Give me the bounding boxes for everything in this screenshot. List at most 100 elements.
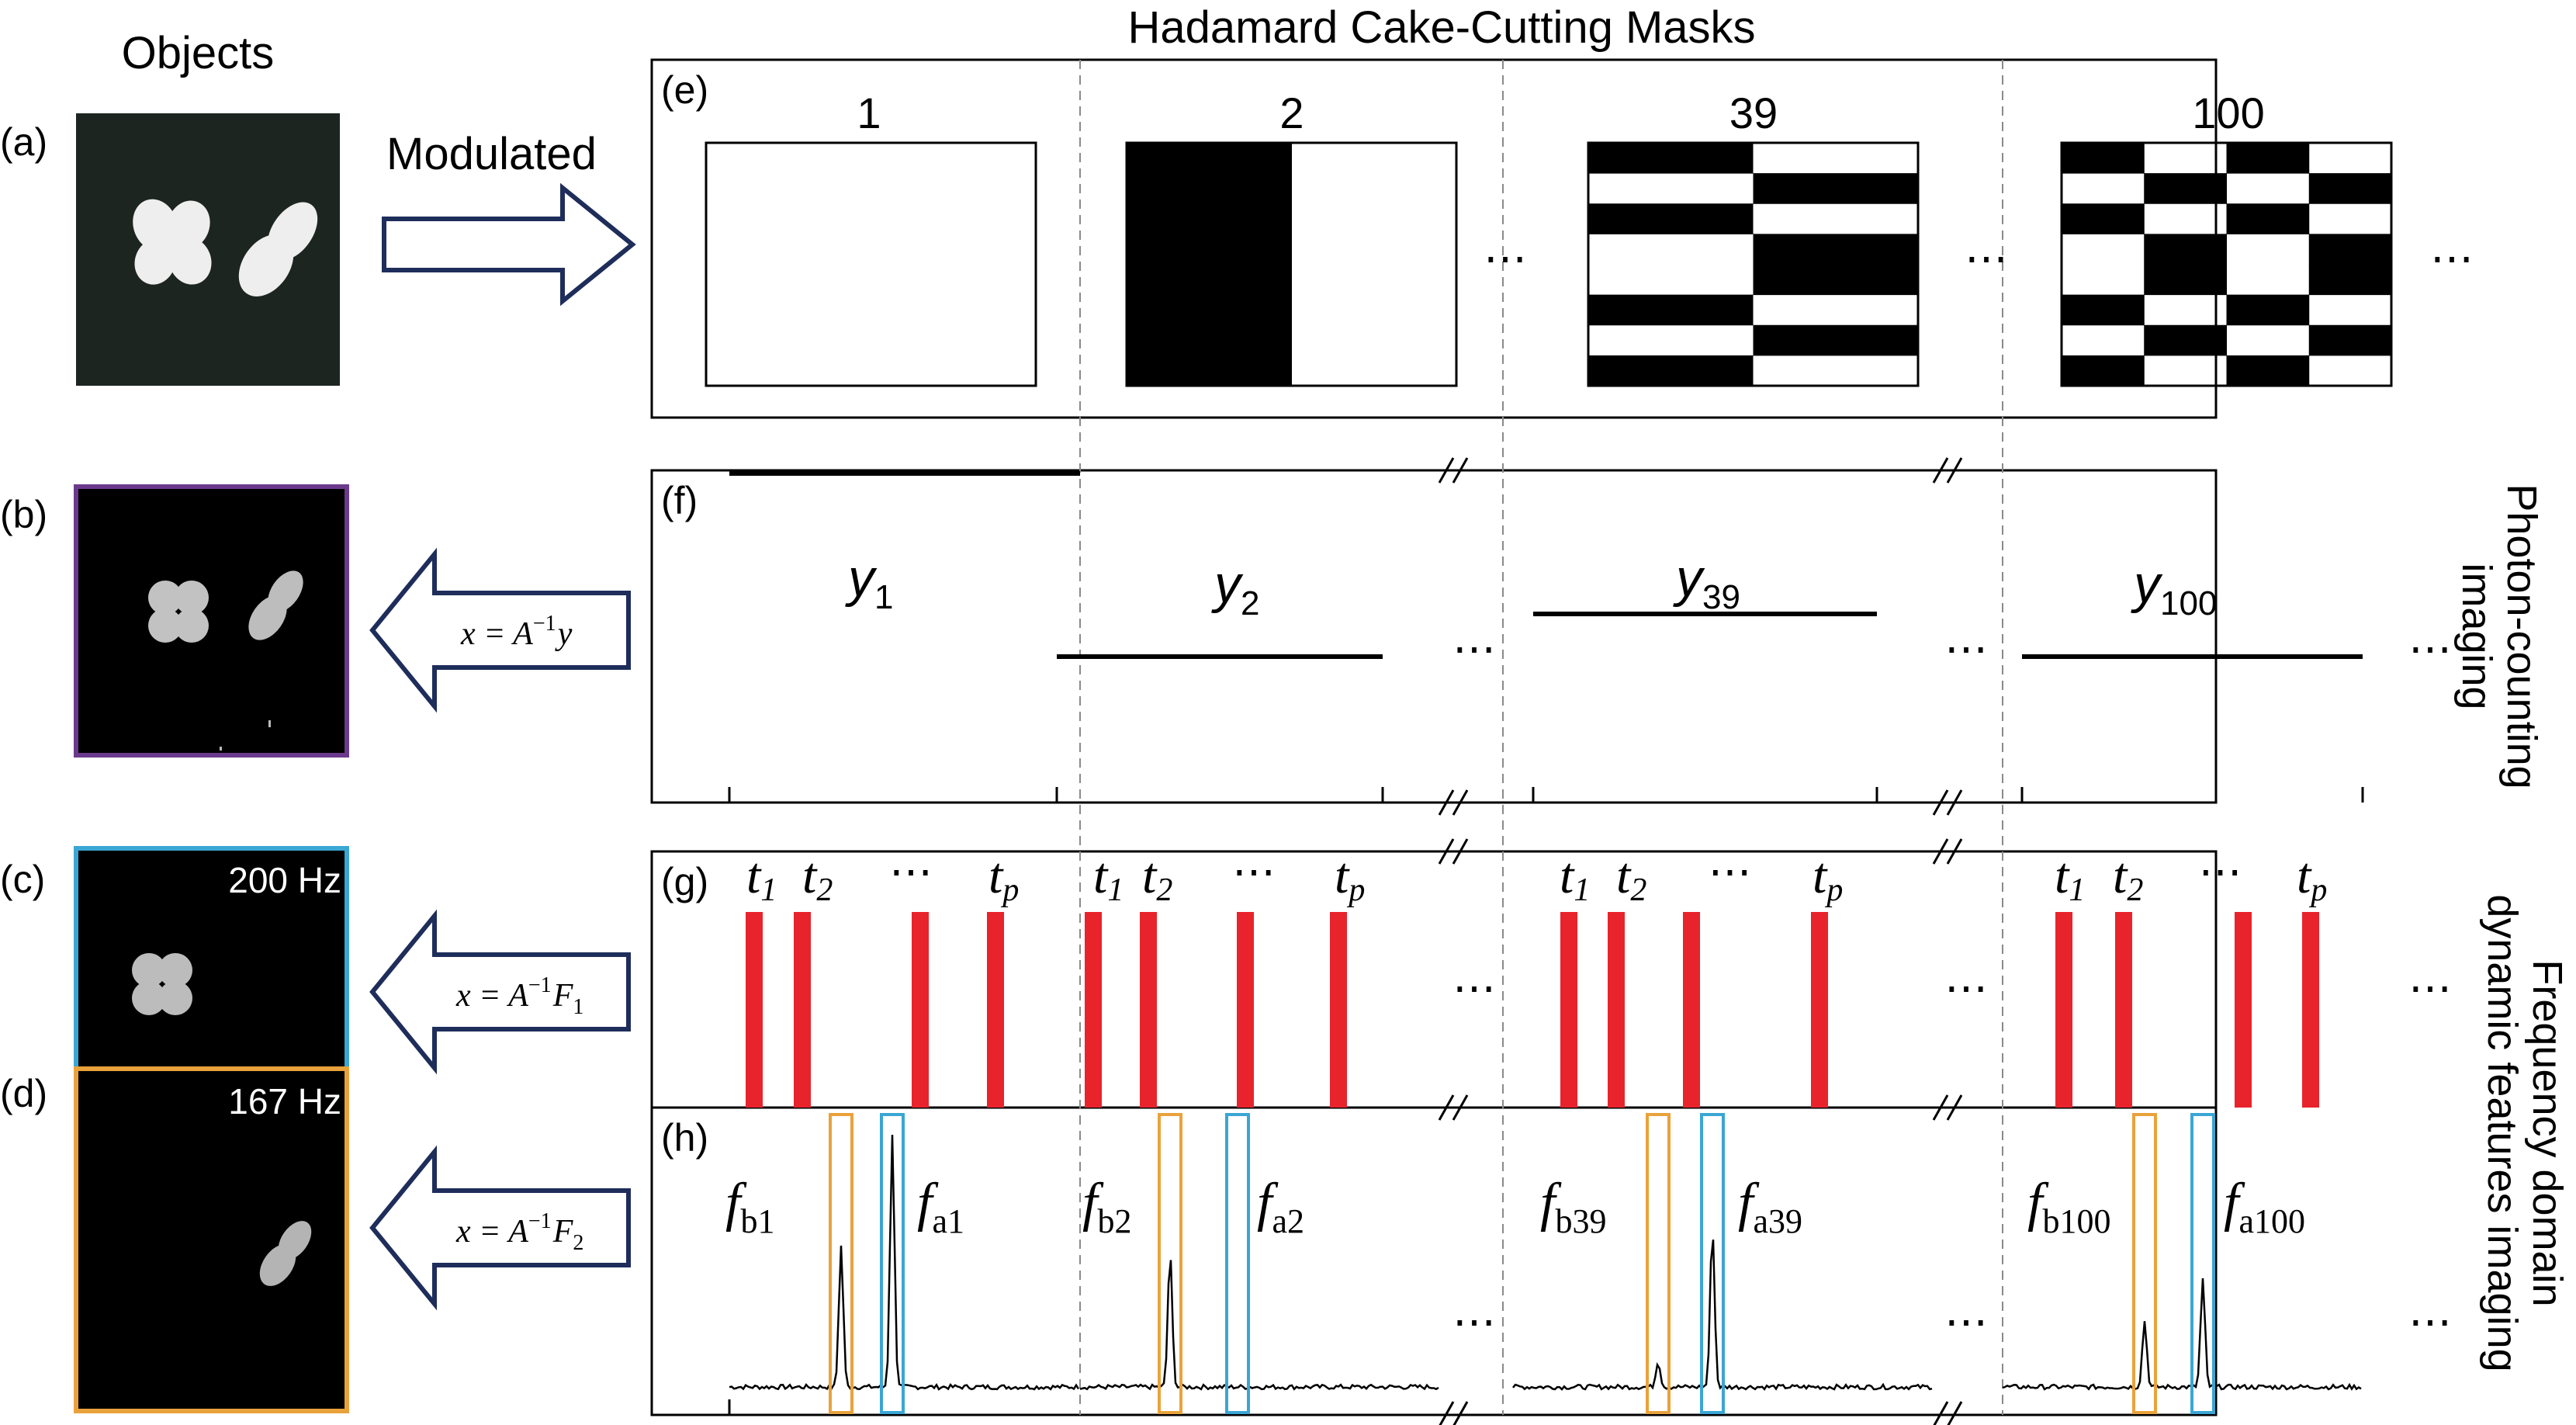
svg-text:⋯: ⋯ [1944, 1297, 1988, 1346]
photon-pulse [746, 912, 763, 1108]
timestamp-label: tp [1335, 848, 1365, 908]
svg-text:⋯: ⋯ [2408, 1297, 2452, 1346]
svg-text:⋯: ⋯ [1484, 234, 1527, 283]
timestamp-label: tp [1813, 848, 1843, 908]
photon-panel [650, 469, 2218, 804]
photon-pulse [1330, 912, 1347, 1108]
object-photo [76, 113, 340, 386]
mask100-cell [2144, 324, 2227, 356]
fa-marker-box [2190, 1113, 2215, 1414]
f1-reconstruction-image [132, 953, 192, 1015]
spectra [728, 1113, 2362, 1415]
mask100-cell [2226, 143, 2310, 174]
side-label-photon: Photon-counting imaging [2453, 484, 2545, 789]
photon-equation: x = A−1y [460, 612, 573, 652]
f1-arrow [369, 909, 631, 1075]
timestamp-ellipsis: ⋯ [1709, 847, 1752, 896]
fb-marker-box [1646, 1113, 1671, 1414]
fa-marker-box [880, 1113, 905, 1414]
mask-index-1: 1 [857, 88, 881, 137]
svg-text:dynamic features imaging: dynamic features imaging [2479, 894, 2526, 1371]
timestamp-label: t2 [1616, 848, 1646, 908]
mask100-cell [2308, 324, 2392, 356]
panel-label-g: (g) [661, 860, 708, 903]
f1-equation: x = A−1F1 [455, 973, 583, 1019]
fa-marker-box [1225, 1113, 1250, 1414]
f2-frequency-label: 167 Hz [228, 1081, 341, 1122]
timestamp-label: tp [2297, 848, 2327, 908]
f2-reconstruction-image [259, 1221, 312, 1286]
timestamp-label: t2 [2113, 848, 2143, 908]
mask100-cell [2226, 203, 2310, 234]
svg-text:⋯: ⋯ [1965, 234, 2008, 283]
mask39-cell [1753, 264, 1918, 296]
mask100-cell [2144, 264, 2227, 296]
photon-pulse [912, 912, 929, 1108]
timestamp-label: t2 [802, 848, 833, 908]
photon-pulse [1140, 912, 1157, 1108]
photon-arrow [369, 547, 631, 713]
photon-pulse [2115, 912, 2132, 1108]
mask-100: 100 [2060, 88, 2393, 387]
mask100-cell [2226, 294, 2310, 326]
svg-text:⋯: ⋯ [2430, 234, 2474, 283]
photon-reconstruction-image [148, 570, 303, 751]
f2-equation: x = A−1F2 [455, 1209, 583, 1255]
svg-text:⋯: ⋯ [1944, 963, 1988, 1012]
mask100-cell [2062, 143, 2145, 174]
mask100-cell [2062, 355, 2145, 387]
mask-39: 39 [1587, 88, 1920, 387]
svg-text:⋯: ⋯ [2408, 624, 2452, 673]
panel-label-a: (a) [0, 120, 47, 164]
label-y100: y100 [2131, 555, 2217, 622]
mask100-cell [2308, 234, 2392, 265]
f2-arrow [369, 1145, 631, 1311]
photon-axis-ticks [728, 787, 2364, 803]
svg-text:⋯: ⋯ [1452, 624, 1496, 673]
svg-text:imaging: imaging [2453, 563, 2500, 709]
photon-pulse [794, 912, 811, 1108]
timestamp-label: t1 [2055, 848, 2085, 908]
mask39-cell [1753, 234, 1918, 265]
photon-count-levels [729, 471, 2363, 659]
mask-index-2: 2 [1279, 88, 1304, 137]
mask100-cell [2062, 294, 2145, 326]
timestamp-label: t2 [1142, 848, 1172, 908]
frequency-label-fa: fa1 [917, 1173, 964, 1240]
ellipsis-dots: ⋯ ⋯ ⋯ ⋯ ⋯ ⋯ ⋯ ⋯ ⋯ ⋯ ⋯ ⋯ [1452, 234, 2474, 1346]
panel-label-c: (c) [0, 858, 45, 901]
label-y1: y1 [845, 549, 893, 616]
f1-frequency-label: 200 Hz [228, 860, 341, 900]
mask39-cell [1588, 203, 1754, 234]
fb-marker-box [1158, 1113, 1182, 1414]
segment-separators [1079, 60, 2003, 1415]
timestamp-label: tp [989, 848, 1019, 908]
panel-label-h: (h) [661, 1116, 708, 1160]
label-y2: y2 [1211, 555, 1259, 622]
mask100-cell [2062, 203, 2145, 234]
photon-pulse [987, 912, 1004, 1108]
label-y39: y39 [1673, 549, 1740, 616]
panel-label-d: (d) [0, 1072, 47, 1115]
svg-text:⋯: ⋯ [1452, 1297, 1496, 1346]
svg-text:⋯: ⋯ [1944, 624, 1988, 673]
timestamp-ellipsis: ⋯ [889, 847, 933, 896]
mask-index-100: 100 [2192, 88, 2264, 137]
spectrum-trace [2002, 1278, 2362, 1391]
flower-object [133, 199, 212, 285]
panel-label-f: (f) [661, 479, 698, 522]
mask-1: 1 [705, 88, 1037, 387]
photon-pulse [1560, 912, 1577, 1108]
mask39-cell [1753, 324, 1918, 356]
timestamp-label: t1 [1093, 848, 1124, 908]
photon-pulse [2055, 912, 2072, 1108]
objects-heading: Objects [122, 28, 275, 78]
fb-marker-box [2132, 1113, 2157, 1414]
mask-index-39: 39 [1729, 88, 1778, 137]
mask100-cell [2308, 173, 2392, 204]
svg-text:⋯: ⋯ [2408, 963, 2452, 1012]
mask39-cell [1753, 173, 1918, 204]
photon-pulse [1811, 912, 1828, 1108]
photon-pulse [1683, 912, 1700, 1108]
